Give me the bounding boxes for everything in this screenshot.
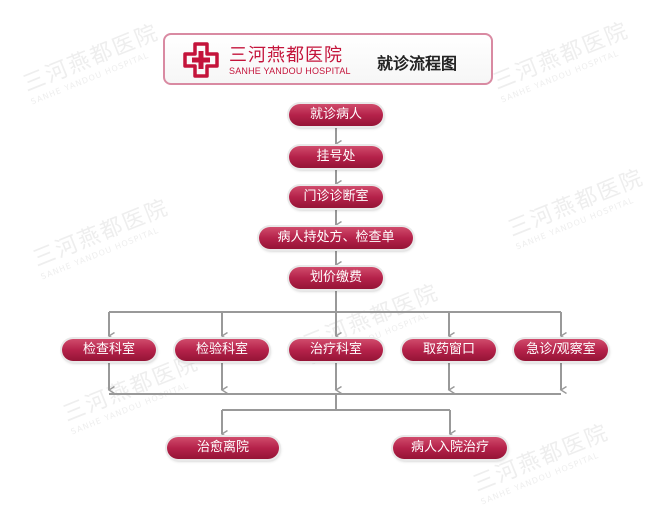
flow-step-payment: 划价缴费 bbox=[289, 267, 383, 289]
flow-step-visiting-patient: 就诊病人 bbox=[289, 104, 383, 126]
hospital-name: 三河燕都医院 bbox=[229, 45, 343, 66]
hospital-header: 三河燕都医院 SANHE YANDOU HOSPITAL 就诊流程图 bbox=[163, 33, 493, 85]
department-laboratory: 检验科室 bbox=[175, 339, 269, 361]
flow-title: 就诊流程图 bbox=[377, 54, 458, 73]
outcome-discharged: 治愈离院 bbox=[167, 437, 279, 459]
flow-step-outpatient-diagnosis: 门诊诊断室 bbox=[289, 186, 383, 208]
department-treatment: 治疗科室 bbox=[289, 339, 383, 361]
hospital-name-en: SANHE YANDOU HOSPITAL bbox=[229, 66, 351, 76]
flow-step-registration: 挂号处 bbox=[289, 146, 383, 168]
outcome-hospitalized: 病人入院治疗 bbox=[393, 437, 507, 459]
red-cross-logo-icon bbox=[183, 42, 219, 78]
department-pharmacy: 取药窗口 bbox=[402, 339, 496, 361]
department-examination: 检查科室 bbox=[62, 339, 156, 361]
department-emergency: 急诊/观察室 bbox=[514, 339, 608, 361]
flow-step-prescription: 病人持处方、检查单 bbox=[259, 227, 413, 249]
